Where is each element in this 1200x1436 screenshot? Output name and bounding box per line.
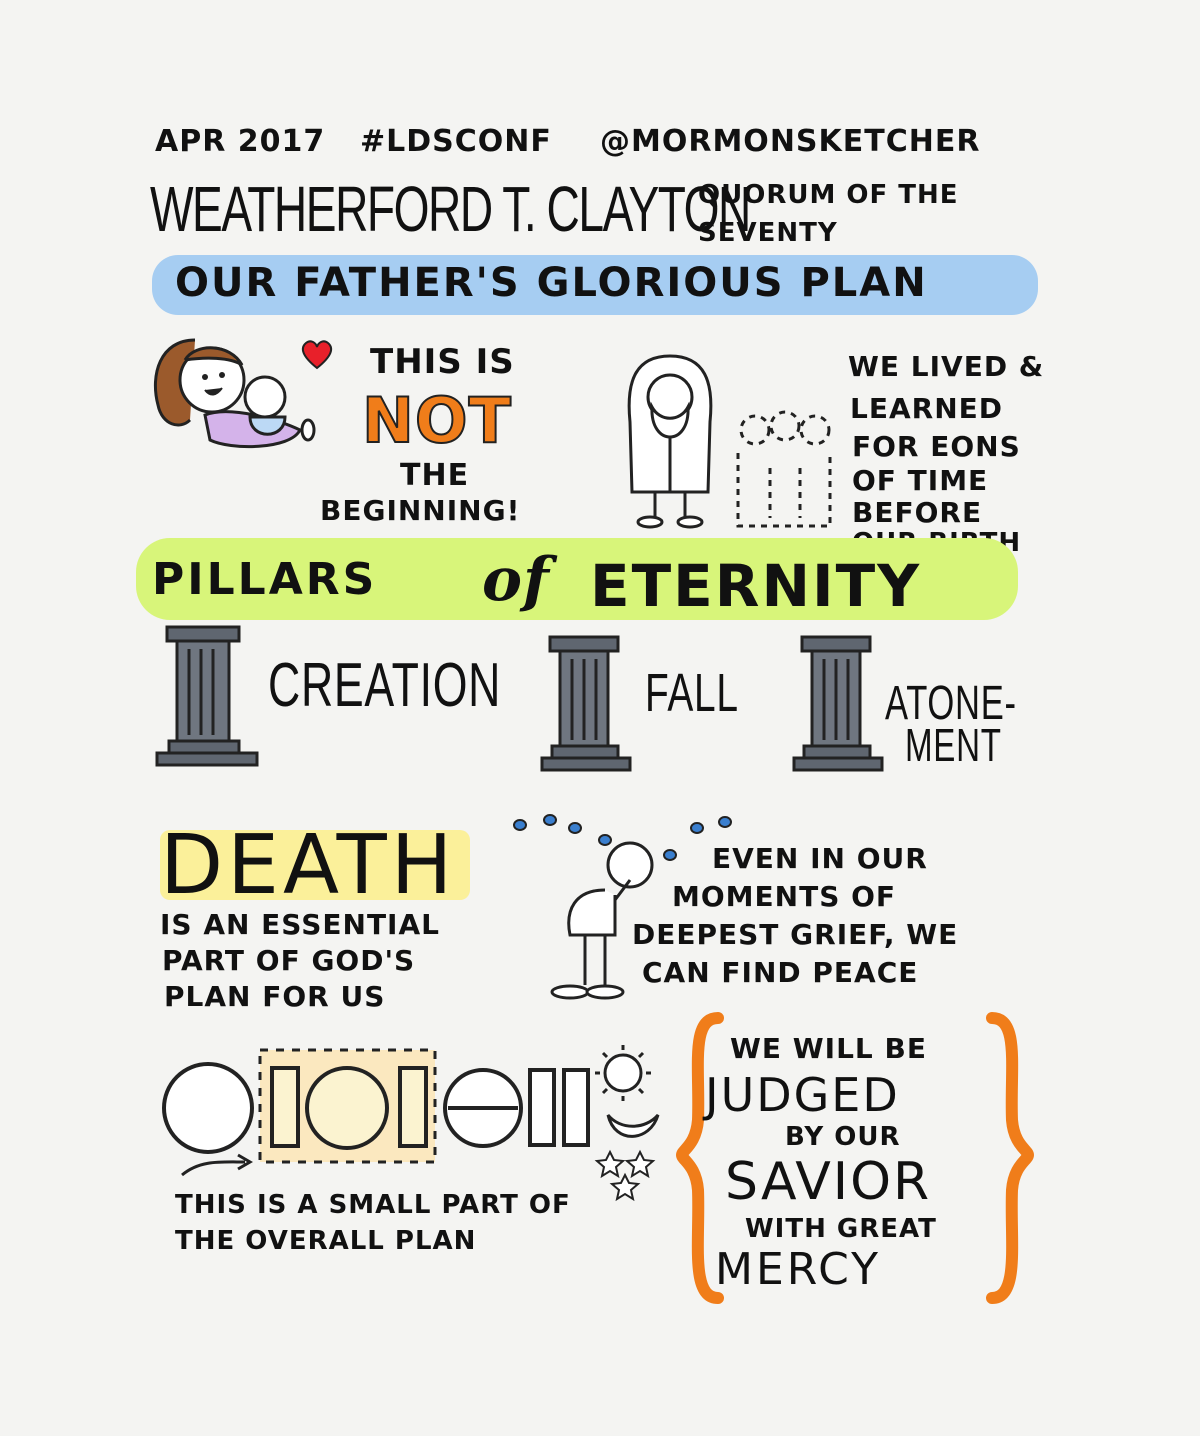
judged-line4: SAVIOR — [725, 1152, 932, 1212]
pillars-title-b: ETERNITY — [590, 552, 922, 620]
plan-of-salvation-diagram — [162, 1048, 590, 1177]
plan-line2: THE OVERALL PLAN — [175, 1226, 477, 1256]
grief-line1: EVEN IN OUR — [712, 842, 928, 875]
premortal-line3: FOR EONS — [852, 430, 1021, 463]
grief-line2: MOMENTS OF — [672, 880, 897, 913]
death-line1: IS AN ESSENTIAL — [160, 908, 440, 941]
grief-line3: DEEPEST GRIEF, WE — [632, 918, 959, 951]
not-line1: THIS IS — [370, 342, 515, 382]
death-line3: PLAN FOR US — [164, 980, 386, 1013]
grieving-figure-illustration — [513, 814, 732, 1000]
pillar-atonement-icon — [792, 635, 884, 772]
pillar-fall-label: FALL — [645, 663, 739, 723]
judged-line6: MERCY — [715, 1244, 881, 1295]
judged-line3: BY OUR — [785, 1122, 901, 1152]
talk-title: OUR FATHER'S GLORIOUS PLAN — [175, 260, 928, 306]
pillars-title-of: of — [482, 545, 550, 615]
header-handle: @MORMONSKETCHER — [600, 124, 981, 159]
death-line2: PART OF GOD'S — [162, 944, 416, 977]
pillar-atonement-label-1: ATONE- — [885, 677, 1017, 730]
judged-line5: WITH GREAT — [745, 1214, 937, 1244]
heart-icon — [301, 340, 333, 370]
judged-line1: WE WILL BE — [730, 1032, 927, 1065]
pillar-creation-icon — [155, 625, 259, 767]
speaker-role-line1: QUORUM OF THE — [698, 180, 959, 210]
death-highlight — [160, 830, 470, 900]
not-line3: THE — [400, 458, 470, 493]
pillar-atonement-label-2: MENT — [905, 719, 1002, 771]
mother-baby-illustration — [153, 338, 316, 448]
header-hashtag: #LDSCONF — [360, 124, 552, 159]
pillars-highlight — [136, 538, 1018, 620]
death-word: DEATH — [160, 818, 457, 913]
pillars-title-a: PILLARS — [152, 554, 378, 605]
speaker-role-line2: SEVENTY — [698, 218, 838, 248]
premortal-line2: LEARNED — [850, 392, 1004, 425]
pillar-creation-label: CREATION — [268, 651, 502, 720]
pillar-fall-icon — [540, 635, 632, 772]
speaker-name: WEATHERFORD T. CLAYTON — [150, 173, 751, 245]
not-emphasis: NOT — [361, 383, 512, 458]
not-line4: BEGINNING! — [320, 494, 521, 527]
premortal-line5: BEFORE — [852, 496, 983, 529]
judged-line2: JUDGED — [705, 1068, 900, 1122]
premortal-line4: OF TIME — [852, 464, 989, 497]
orange-brackets — [675, 1012, 1035, 1304]
premortal-line1: WE LIVED & — [848, 350, 1045, 383]
heavenly-father-illustration — [627, 354, 713, 529]
grief-line4: CAN FIND PEACE — [642, 956, 919, 989]
header-date: APR 2017 — [155, 124, 326, 159]
kingdoms-glory-icon — [594, 1045, 660, 1202]
spirit-children-illustration — [736, 410, 832, 528]
plan-line1: THIS IS A SMALL PART OF — [175, 1190, 571, 1220]
title-highlight — [152, 255, 1038, 315]
